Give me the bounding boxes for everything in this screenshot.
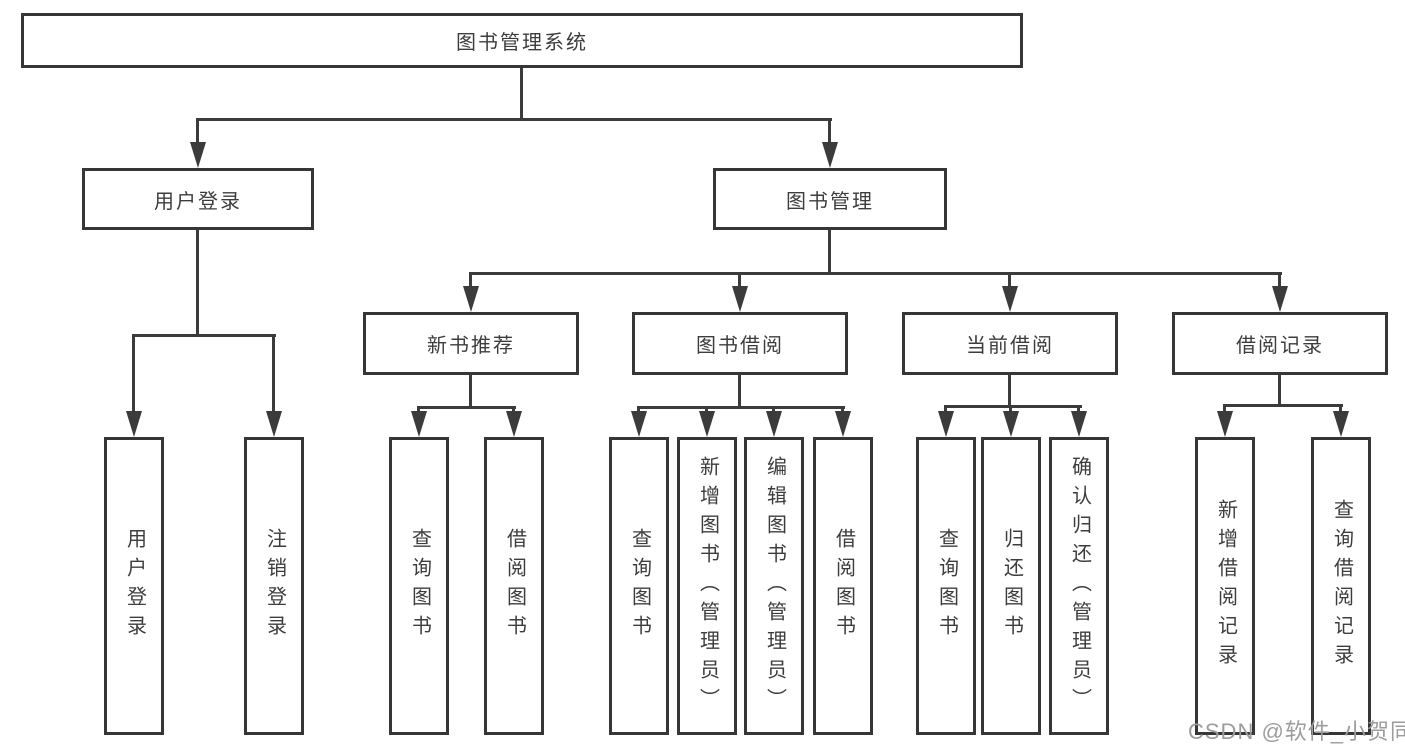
leaf-current-query-books-label: 查询图书 xyxy=(935,528,958,644)
leaf-query-borrow-record: 查询借阅记录 xyxy=(1311,437,1371,735)
arrow-down xyxy=(126,336,142,437)
leaf-logout: 注销登录 xyxy=(244,437,304,735)
leaf-return-books-label: 归还图书 xyxy=(1000,528,1023,644)
connector-line xyxy=(1008,375,1011,408)
arrow-down xyxy=(506,407,522,437)
node-borrow-records: 借阅记录 xyxy=(1172,312,1388,375)
node-book-management-label: 图书管理 xyxy=(786,190,874,213)
connector-line xyxy=(944,405,1082,408)
leaf-add-books-admin: 新增图书（管理员） xyxy=(677,437,737,735)
leaf-return-books: 归还图书 xyxy=(981,437,1041,735)
leaf-user-login-label: 用户登录 xyxy=(123,528,146,644)
leaf-borrow-query-books: 查询图书 xyxy=(609,437,669,735)
arrow-down xyxy=(463,274,479,312)
node-user-login-label: 用户登录 xyxy=(154,190,242,213)
leaf-recommend-query-books-label: 查询图书 xyxy=(408,528,431,644)
leaf-borrow-query-books-label: 查询图书 xyxy=(628,528,651,644)
connector-line xyxy=(1223,404,1343,407)
node-book-borrow-label: 图书借阅 xyxy=(696,335,784,357)
leaf-borrow-books-label: 借阅图书 xyxy=(832,528,855,644)
leaf-recommend-borrow-books-label: 借阅图书 xyxy=(503,528,526,644)
leaf-confirm-return-admin-label: 确认归还（管理员） xyxy=(1068,455,1091,717)
connector-line xyxy=(469,272,1282,275)
arrow-down xyxy=(1333,405,1349,437)
leaf-confirm-return-admin: 确认归还（管理员） xyxy=(1049,437,1109,735)
leaf-add-borrow-record: 新增借阅记录 xyxy=(1195,437,1255,735)
connector-line xyxy=(828,230,831,274)
watermark: CSDN @软件_小贺同学 xyxy=(1188,719,1405,744)
leaf-logout-label: 注销登录 xyxy=(263,528,286,644)
node-current-borrow: 当前借阅 xyxy=(902,312,1118,375)
connector-line xyxy=(469,375,472,409)
arrow-down xyxy=(766,407,782,437)
node-library-system-label: 图书管理系统 xyxy=(456,32,588,54)
arrow-down xyxy=(699,407,715,437)
leaf-current-query-books: 查询图书 xyxy=(916,437,976,735)
node-new-book-recommend: 新书推荐 xyxy=(363,312,579,375)
node-borrow-records-label: 借阅记录 xyxy=(1236,335,1324,357)
arrow-down xyxy=(266,336,282,437)
arrow-down xyxy=(822,119,838,168)
connector-line xyxy=(196,230,199,337)
connector-line xyxy=(1278,375,1281,407)
arrow-down xyxy=(1071,406,1087,437)
leaf-edit-books-admin-label: 编辑图书（管理员） xyxy=(763,455,786,717)
arrow-down xyxy=(1003,406,1019,437)
leaf-recommend-borrow-books: 借阅图书 xyxy=(484,437,544,735)
arrow-down xyxy=(1002,274,1018,312)
arrow-down xyxy=(732,274,748,312)
arrow-down xyxy=(938,406,954,437)
connector-line xyxy=(196,118,832,121)
node-new-book-recommend-label: 新书推荐 xyxy=(427,335,515,357)
connector-line xyxy=(738,375,741,409)
connector-line xyxy=(520,68,523,121)
leaf-borrow-books: 借阅图书 xyxy=(813,437,873,735)
node-current-borrow-label: 当前借阅 xyxy=(966,335,1054,357)
arrow-down xyxy=(835,407,851,437)
arrow-down xyxy=(190,119,206,168)
leaf-add-borrow-record-label: 新增借阅记录 xyxy=(1214,499,1237,673)
arrow-down xyxy=(1217,405,1233,437)
arrow-down xyxy=(1272,274,1288,312)
arrow-down xyxy=(411,407,427,437)
leaf-query-borrow-record-label: 查询借阅记录 xyxy=(1330,499,1353,673)
leaf-user-login: 用户登录 xyxy=(104,437,164,735)
leaf-recommend-query-books: 查询图书 xyxy=(389,437,449,735)
connector-line xyxy=(417,406,516,409)
connector-line xyxy=(132,334,276,337)
node-user-login: 用户登录 xyxy=(82,168,314,230)
leaf-add-books-admin-label: 新增图书（管理员） xyxy=(696,455,719,717)
node-book-management: 图书管理 xyxy=(713,168,947,230)
node-library-system: 图书管理系统 xyxy=(21,13,1023,68)
connector-line xyxy=(637,406,845,409)
arrow-down xyxy=(631,407,647,437)
node-book-borrow: 图书借阅 xyxy=(632,312,848,375)
leaf-edit-books-admin: 编辑图书（管理员） xyxy=(744,437,804,735)
